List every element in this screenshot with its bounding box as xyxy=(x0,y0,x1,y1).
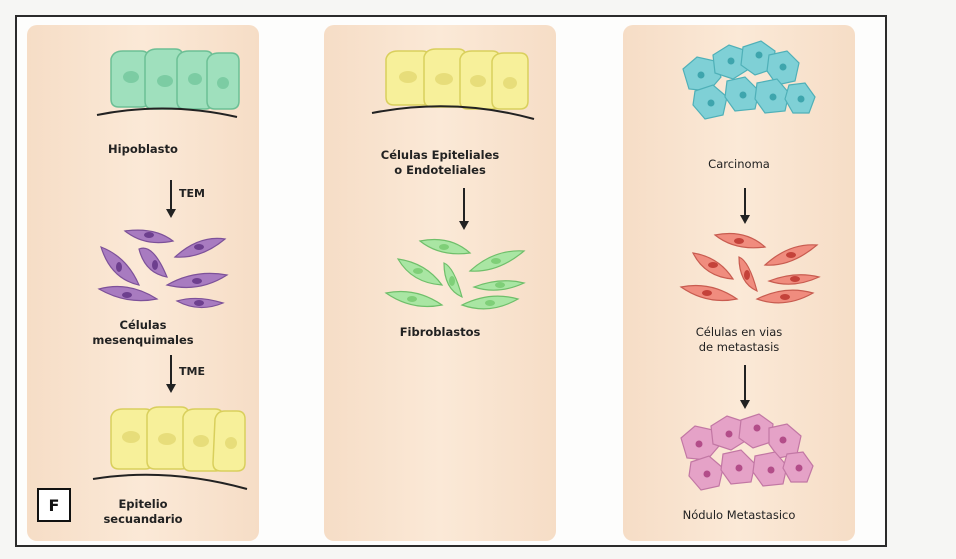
arrow-nodule xyxy=(744,365,746,407)
panel-epiteliales: Células Epiteliales o Endoteliales Fibro… xyxy=(324,25,556,541)
arrow-tem xyxy=(170,180,172,216)
carcinoma-label: Carcinoma xyxy=(623,157,855,172)
metastatic-cells xyxy=(623,227,855,317)
tme-label: TME xyxy=(179,365,205,378)
tem-label: TEM xyxy=(179,187,205,200)
nodulo-label: Nódulo Metastasico xyxy=(623,508,855,523)
fibroblast-cells xyxy=(324,233,556,323)
figure-frame: Hipoblasto TEM Células mesenquimales TME xyxy=(15,15,887,547)
hipoblasto-label: Hipoblasto xyxy=(27,142,259,157)
fibroblastos-label: Fibroblastos xyxy=(324,325,556,340)
arrow-metastasis xyxy=(744,188,746,222)
secondary-epithelium xyxy=(27,403,259,493)
metastatic-nodule xyxy=(623,408,855,498)
figure-letter-box: F xyxy=(37,488,71,522)
metastasis-label: Células en vias de metastasis xyxy=(623,325,855,355)
arrow-fibroblast xyxy=(463,188,465,228)
arrow-tme xyxy=(170,355,172,391)
panel-carcinoma: Carcinoma Células en vias de metastasis xyxy=(623,25,855,541)
panel-hipoblasto: Hipoblasto TEM Células mesenquimales TME xyxy=(27,25,259,541)
epithelial-cells xyxy=(324,25,556,125)
hipoblasto-epithelium xyxy=(27,25,259,125)
epiteliales-label: Células Epiteliales o Endoteliales xyxy=(324,148,556,178)
mesenquimales-label: Células mesenquimales xyxy=(27,318,259,348)
mesenchymal-cells xyxy=(27,223,259,313)
carcinoma-cells xyxy=(623,25,855,135)
